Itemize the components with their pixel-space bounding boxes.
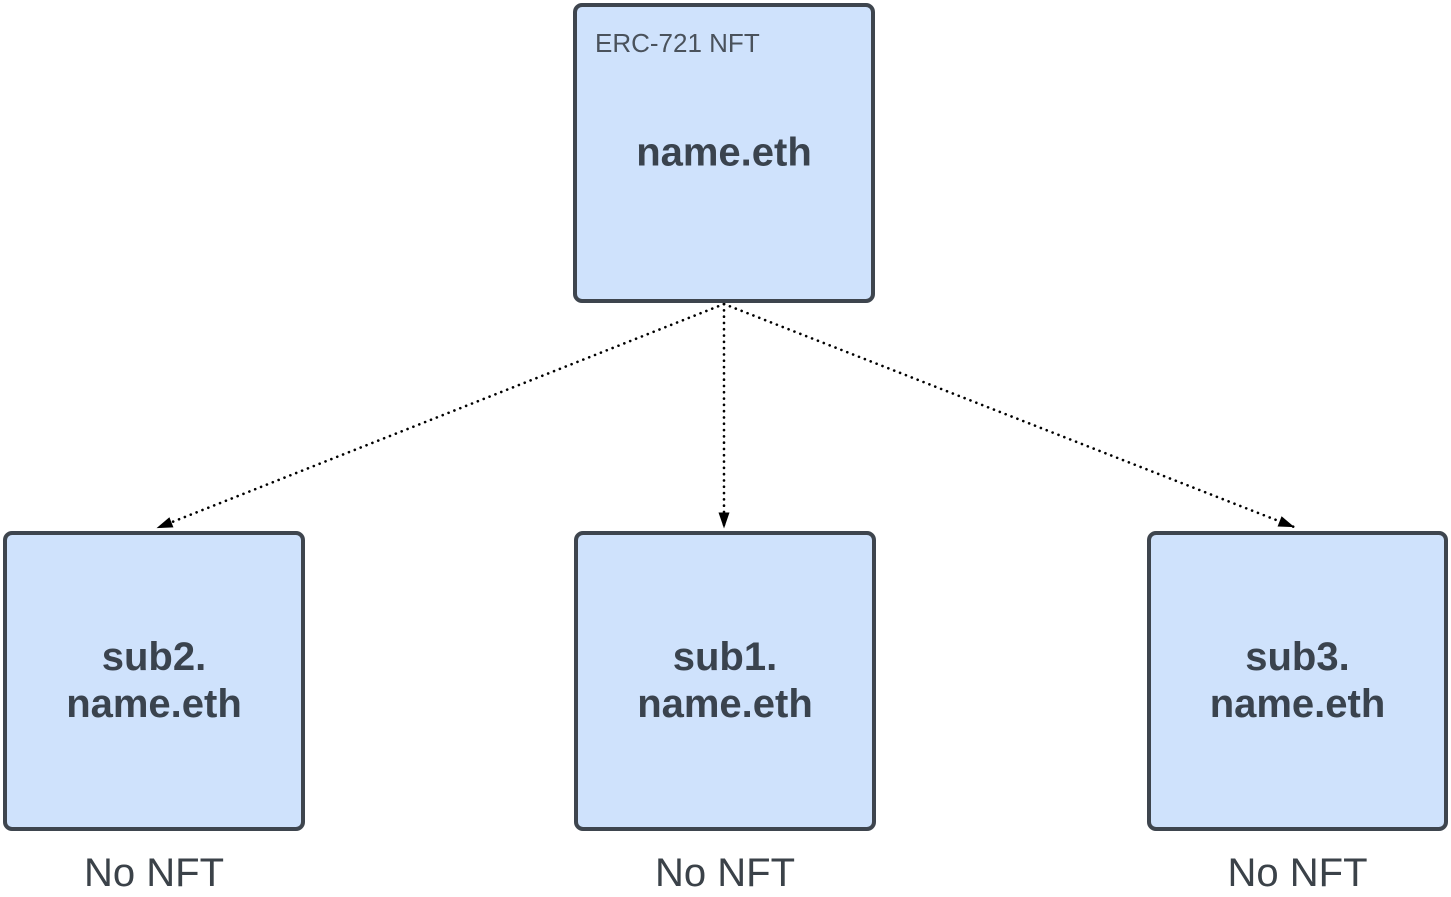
edge-root-to-sub2 [155,302,726,530]
node-sub2-label: sub2. name.eth [7,634,301,728]
node-sub2-name-eth: sub2. name.eth [3,531,305,831]
node-root-name-eth: ERC-721 NFT name.eth [573,3,875,303]
node-sub2-label-line2: name.eth [66,682,242,726]
node-root-label: name.eth [636,130,812,175]
node-sub3-label-line2: name.eth [1209,682,1386,726]
edge-root-to-sub3 [722,302,1296,529]
node-sub3-label: sub3. name.eth [1151,634,1444,728]
node-root-tag: ERC-721 NFT [595,28,760,58]
node-sub1-label: sub1. name.eth [578,634,872,728]
caption-sub1-no-nft: No NFT [655,851,795,895]
node-sub1-name-eth: sub1. name.eth [574,531,876,831]
node-sub3-label-line1: sub3. [1245,635,1350,679]
caption-sub3-no-nft: No NFT [1227,851,1368,895]
caption-sub2-no-nft: No NFT [84,851,224,895]
node-sub1-label-line2: name.eth [637,682,813,726]
node-sub1-label-line1: sub1. [672,635,778,679]
node-sub2-label-line1: sub2. [101,635,207,679]
node-sub3-name-eth: sub3. name.eth [1147,531,1448,831]
